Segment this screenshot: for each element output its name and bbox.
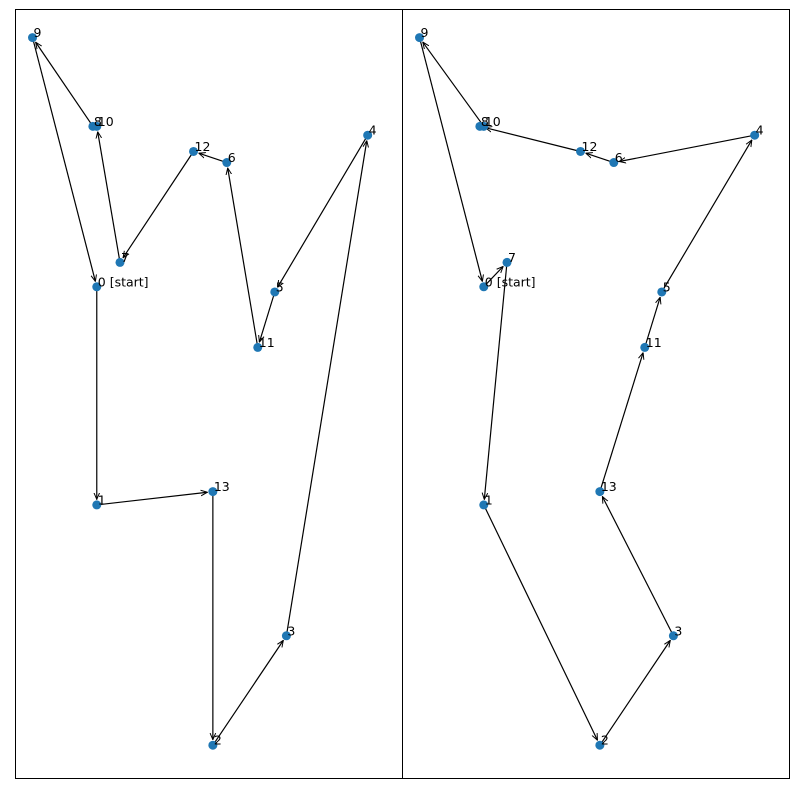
point-label-8: 8 xyxy=(94,114,102,129)
point-label-5: 5 xyxy=(663,279,671,294)
point-3 xyxy=(281,631,291,641)
point-11 xyxy=(640,342,650,352)
point-0 xyxy=(92,282,102,292)
point-7 xyxy=(115,257,125,267)
point-2 xyxy=(208,740,218,750)
tour-edge-6-12 xyxy=(586,153,613,163)
point-label-13: 13 xyxy=(601,479,617,494)
tour-edge-12-8 xyxy=(485,128,579,152)
point-label-13: 13 xyxy=(214,479,230,494)
tour-edge-2-3 xyxy=(213,640,283,744)
tour-edge-3-13 xyxy=(602,497,674,635)
tour-edge-4-6 xyxy=(619,134,753,162)
tour-edge-10-9 xyxy=(423,42,484,126)
tour-edge-1-13 xyxy=(98,492,208,506)
tour-edge-9-0 xyxy=(32,39,95,282)
tour-edge-9-0 xyxy=(419,39,482,282)
point-12 xyxy=(189,146,199,156)
point-label-1: 1 xyxy=(485,492,493,507)
tour-edge-8-9 xyxy=(36,42,93,126)
point-label-6: 6 xyxy=(615,150,623,165)
point-10 xyxy=(479,121,489,131)
point-0 xyxy=(479,282,489,292)
point-12 xyxy=(576,146,586,156)
point-9 xyxy=(28,33,38,43)
point-2 xyxy=(595,740,605,750)
point-label-2: 2 xyxy=(214,733,222,748)
point-4 xyxy=(750,130,760,140)
point-1 xyxy=(92,500,102,510)
point-10 xyxy=(92,121,102,131)
tour-edge-5-11 xyxy=(259,293,275,342)
tour-edge-7-1 xyxy=(484,264,508,499)
point-label-8: 8 xyxy=(481,114,489,129)
tour-edge-6-12 xyxy=(199,153,226,163)
point-label-10: 10 xyxy=(98,114,114,129)
point-label-7: 7 xyxy=(508,250,516,265)
point-label-12: 12 xyxy=(195,139,211,154)
point-4 xyxy=(363,130,373,140)
point-5 xyxy=(270,287,280,297)
point-label-3: 3 xyxy=(287,623,295,638)
point-label-3: 3 xyxy=(674,623,682,638)
point-6 xyxy=(222,158,232,168)
tour-edge-12-7 xyxy=(123,152,193,258)
point-label-1: 1 xyxy=(98,492,106,507)
point-9 xyxy=(415,33,425,43)
point-label-2: 2 xyxy=(601,733,609,748)
point-label-9: 9 xyxy=(34,25,42,40)
point-13 xyxy=(208,487,218,497)
point-label-5: 5 xyxy=(276,279,284,294)
tour-edge-11-5 xyxy=(644,297,660,346)
point-label-7: 7 xyxy=(121,250,129,265)
point-label-11: 11 xyxy=(646,335,662,350)
point-label-9: 9 xyxy=(421,25,429,40)
point-label-10: 10 xyxy=(485,114,501,129)
point-label-6: 6 xyxy=(228,150,236,165)
tour-edge-4-5 xyxy=(278,136,368,287)
point-label-12: 12 xyxy=(582,139,598,154)
point-13 xyxy=(595,487,605,497)
tour-edge-2-3 xyxy=(600,640,670,744)
point-label-4: 4 xyxy=(756,123,764,138)
point-label-11: 11 xyxy=(259,335,275,350)
panel-right-frame xyxy=(402,9,790,779)
point-label-0: 0 [start] xyxy=(485,274,536,289)
point-11 xyxy=(253,342,263,352)
point-1 xyxy=(479,500,489,510)
tour-edge-13-11 xyxy=(599,353,643,490)
tour-edge-11-6 xyxy=(228,168,259,346)
point-6 xyxy=(609,158,619,168)
tour-edge-7-10 xyxy=(98,132,121,261)
point-3 xyxy=(668,631,678,641)
tour-edge-3-4 xyxy=(286,141,367,634)
point-5 xyxy=(657,287,667,297)
point-7 xyxy=(502,257,512,267)
point-label-0: 0 [start] xyxy=(98,274,149,289)
tour-edge-0-7 xyxy=(484,266,503,286)
tour-edge-5-4 xyxy=(662,140,752,291)
point-label-4: 4 xyxy=(369,123,377,138)
tour-edge-1-2 xyxy=(484,506,598,741)
panel-left-frame xyxy=(15,9,403,779)
